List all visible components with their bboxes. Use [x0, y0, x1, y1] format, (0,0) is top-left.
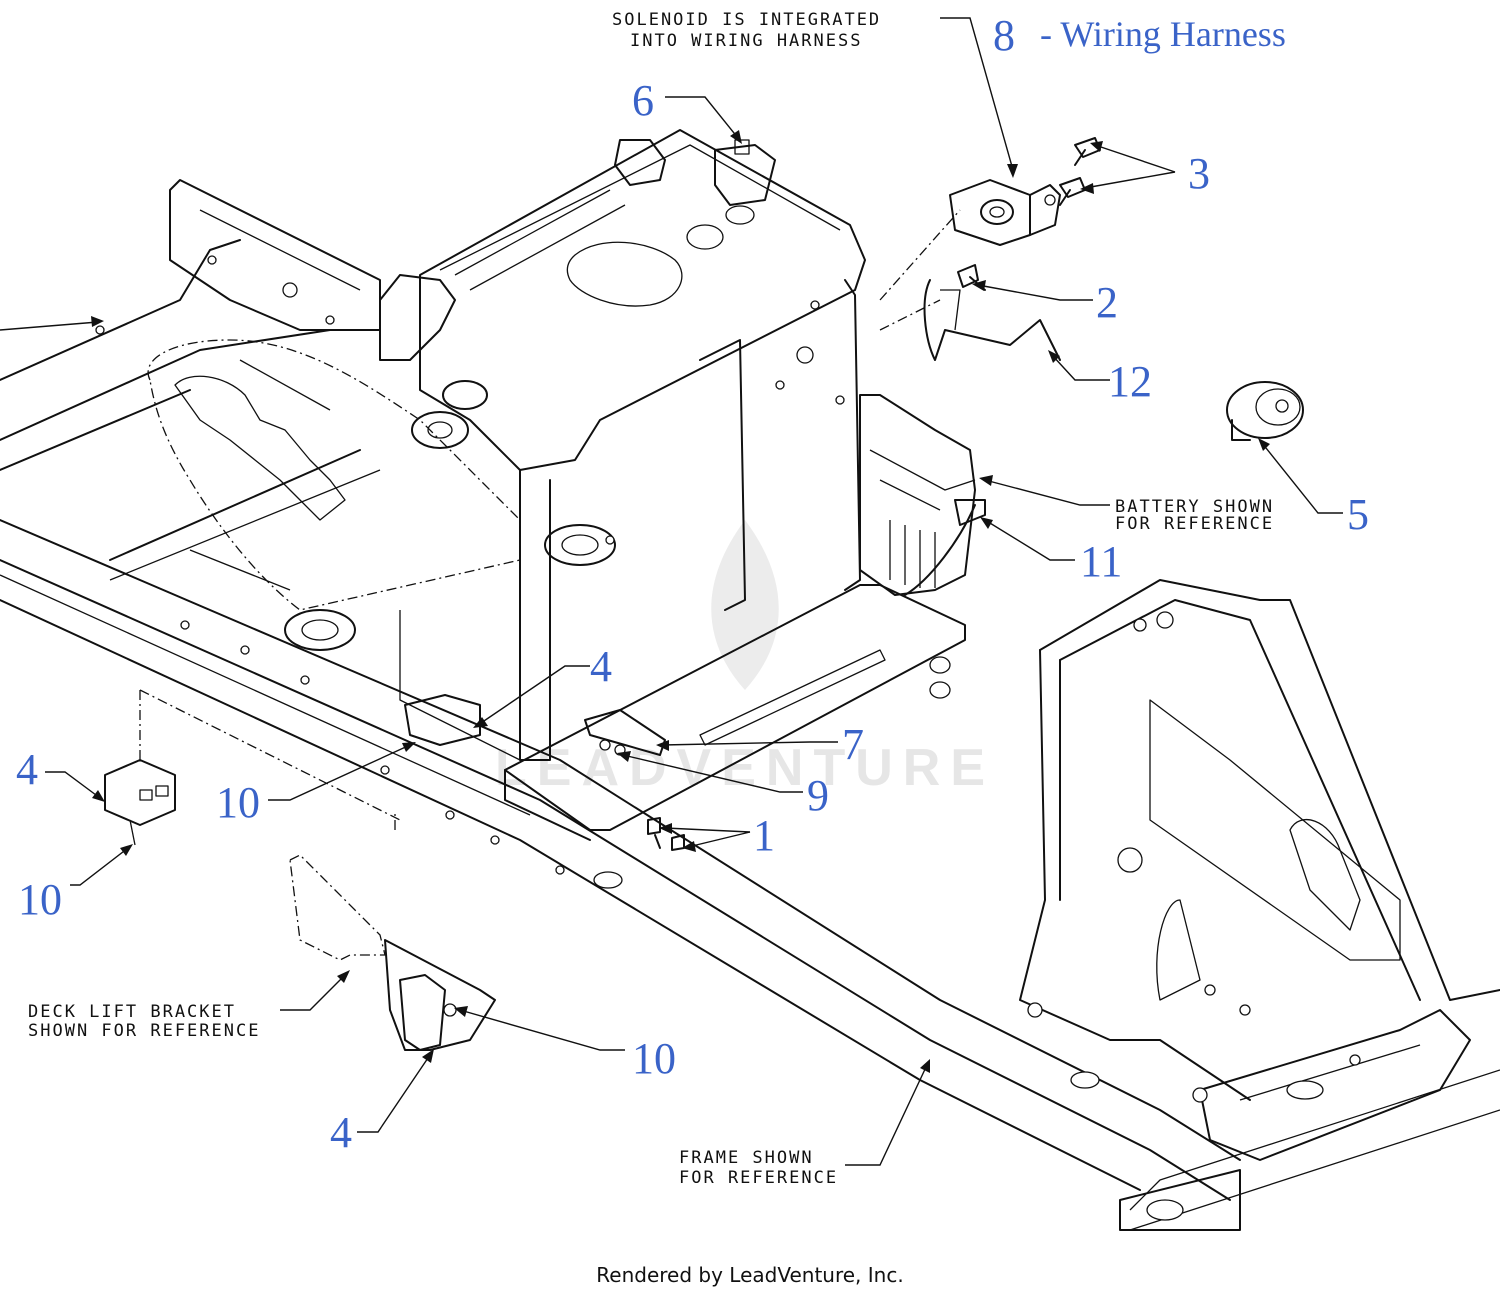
solenoid-note-line1: SOLENOID IS INTEGRATED	[612, 10, 881, 30]
callout-4-center[interactable]: 4	[590, 642, 612, 691]
deck-bracket-note-line2: SHOWN FOR REFERENCE	[28, 1021, 260, 1041]
callout-10-lower[interactable]: 10	[632, 1034, 676, 1083]
frame-note-line1: FRAME SHOWN	[679, 1148, 814, 1168]
footer-credit: Rendered by LeadVenture, Inc.	[596, 1263, 903, 1287]
watermark-flame-icon	[711, 520, 779, 690]
watermark-text: LEADVENTURE	[495, 739, 995, 797]
leader-lines	[0, 17, 1343, 1166]
battery-note-line1: BATTERY SHOWN	[1115, 497, 1274, 517]
callout-11[interactable]: 11	[1080, 537, 1122, 586]
callout-7[interactable]: 7	[842, 720, 864, 769]
battery-note-line2: FOR REFERENCE	[1115, 514, 1274, 534]
deck-bracket-note-line1: DECK LIFT BRACKET	[28, 1002, 236, 1022]
callout-6[interactable]: 6	[632, 76, 654, 125]
callout-12[interactable]: 12	[1108, 357, 1152, 406]
callout-5[interactable]: 5	[1347, 490, 1369, 539]
callout-2[interactable]: 2	[1096, 278, 1118, 327]
callout-4-lower[interactable]: 4	[330, 1108, 352, 1157]
callout-8[interactable]: 8	[993, 11, 1015, 60]
callout-1[interactable]: 1	[753, 811, 775, 860]
callout-9[interactable]: 9	[807, 771, 829, 820]
callout-3[interactable]: 3	[1188, 149, 1210, 198]
part-callouts: 8 - Wiring Harness 6 3 2 12 5 11 4 7 9 1…	[16, 11, 1369, 1157]
callout-10-center[interactable]: 10	[216, 778, 260, 827]
frame-drawing	[0, 129, 1500, 1231]
callout-4-left[interactable]: 4	[16, 745, 38, 794]
reference-notes: SOLENOID IS INTEGRATED INTO WIRING HARNE…	[28, 10, 1274, 1188]
callout-10-left[interactable]: 10	[18, 875, 62, 924]
callout-8-title[interactable]: - Wiring Harness	[1040, 14, 1286, 54]
solenoid-note-line2: INTO WIRING HARNESS	[630, 31, 862, 51]
frame-note-line2: FOR REFERENCE	[679, 1168, 838, 1188]
watermark: LEADVENTURE	[495, 520, 995, 797]
